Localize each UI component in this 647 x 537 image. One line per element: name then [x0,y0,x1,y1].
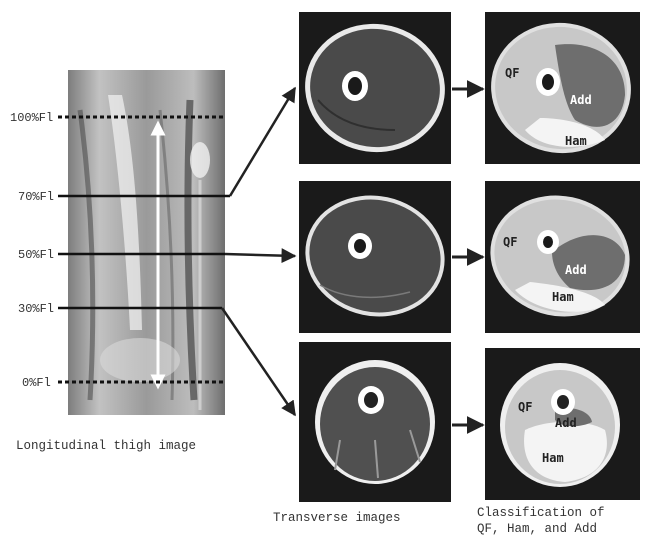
classification-caption-line2: QF, Ham, and Add [477,521,597,537]
arrow-30-to-transverse [222,308,295,415]
add-label-50: Add [565,263,587,277]
transverse-image-30 [299,342,451,502]
level-label-0: 0%Fl [22,376,51,390]
classification-image-30: QF Add Ham [485,348,640,500]
add-label-30: Add [555,416,577,430]
classification-arrows [452,89,483,425]
ham-label-50: Ham [552,290,574,304]
classification-image-70: QF Add Ham [483,12,640,164]
level-label-70: 70%Fl [18,190,54,204]
level-label-50: 50%Fl [18,248,54,262]
qf-label-70: QF [505,66,519,80]
transverse-image-70 [297,12,453,164]
transverse-image-50 [294,181,456,333]
level-label-100: 100%Fl [10,111,53,125]
level-label-30: 30%Fl [18,302,54,316]
arrow-70-to-transverse [230,88,295,196]
level-arrows [222,88,295,415]
classification-image-50: QF Add Ham [479,181,641,333]
qf-label-50: QF [503,235,517,249]
classification-caption-line1: Classification of [477,505,605,521]
longitudinal-caption: Longitudinal thigh image [16,438,196,454]
arrow-50-to-transverse [225,254,295,256]
add-label-70: Add [570,93,592,107]
qf-label-30: QF [518,400,532,414]
longitudinal-thigh-image [68,70,225,415]
ham-label-30: Ham [542,451,564,465]
transverse-caption: Transverse images [273,510,401,526]
ham-label-70: Ham [565,134,587,148]
